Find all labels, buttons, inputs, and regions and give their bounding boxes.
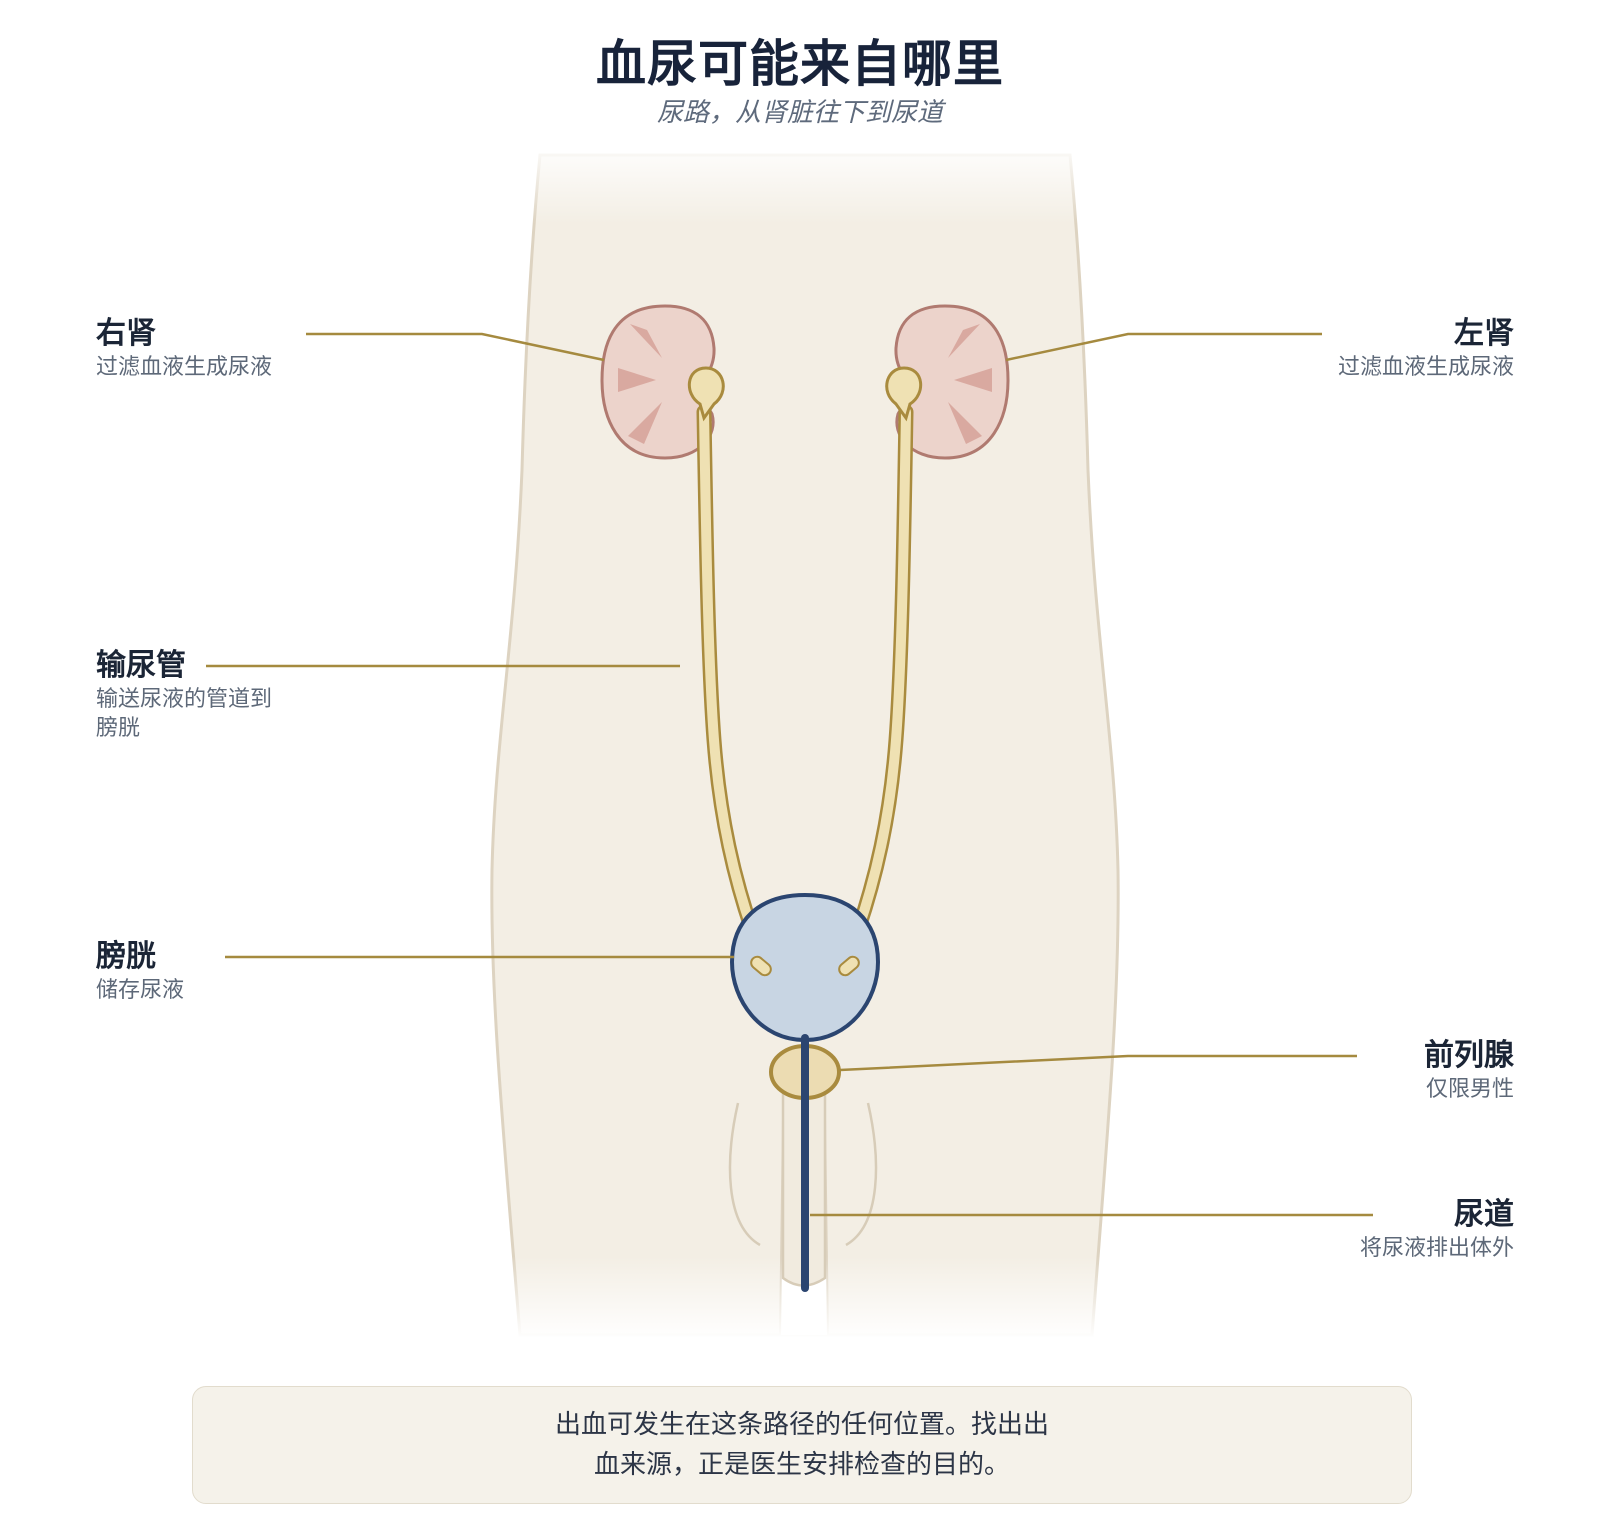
label-left-kidney-desc: 过滤血液生成尿液 bbox=[1337, 355, 1514, 380]
label-left-kidney-name: 左肾 bbox=[1454, 316, 1514, 351]
right-renal-pelvis bbox=[687, 366, 725, 422]
leader-line-left-kidney bbox=[1005, 332, 1322, 362]
label-ureter-desc: 输送尿液的管道到膀胱 bbox=[96, 687, 273, 741]
bladder-ureter-opening-left bbox=[838, 955, 860, 977]
label-prostate-desc: 仅限男性 bbox=[1425, 1077, 1514, 1102]
scrotum-outline-left bbox=[728, 1102, 761, 1247]
leader-line-right-kidney bbox=[306, 332, 605, 362]
label-urethra-desc: 将尿液排出体外 bbox=[1359, 1236, 1514, 1261]
left-renal-pelvis bbox=[885, 366, 923, 422]
note-text: 出血可发生在这条路径的任何位置。找出出血来源，正是医生安排检查的目的。 bbox=[554, 1410, 1049, 1480]
label-urethra: 尿道 将尿液排出体外 bbox=[1360, 1198, 1514, 1263]
left-kidney bbox=[894, 304, 1010, 460]
label-left-kidney: 左肾 过滤血液生成尿液 bbox=[1338, 317, 1514, 382]
label-bladder: 膀胱 储存尿液 bbox=[96, 940, 184, 1005]
bladder-ureter-opening-right bbox=[750, 955, 772, 977]
note-box: 出血可发生在这条路径的任何位置。找出出血来源，正是医生安排检查的目的。 bbox=[192, 1386, 1412, 1504]
diagram-subtitle: 尿路，从肾脏往下到尿道 bbox=[656, 98, 943, 128]
label-right-kidney-desc: 过滤血液生成尿液 bbox=[96, 355, 273, 380]
label-prostate-name: 前列腺 bbox=[1424, 1038, 1514, 1073]
label-ureter-name: 输尿管 bbox=[96, 648, 186, 683]
label-bladder-name: 膀胱 bbox=[96, 939, 156, 974]
label-bladder-desc: 储存尿液 bbox=[96, 978, 185, 1003]
label-ureter: 输尿管 输送尿液的管道到膀胱 bbox=[96, 649, 276, 743]
label-urethra-name: 尿道 bbox=[1454, 1197, 1514, 1232]
leader-line-prostate bbox=[839, 1054, 1357, 1072]
diagram-title: 血尿可能来自哪里 bbox=[596, 35, 1004, 93]
label-prostate: 前列腺 仅限男性 bbox=[1424, 1039, 1514, 1104]
label-right-kidney: 右肾 过滤血液生成尿液 bbox=[96, 317, 272, 382]
label-right-kidney-name: 右肾 bbox=[96, 316, 156, 351]
scrotum-outline-right bbox=[845, 1102, 878, 1247]
